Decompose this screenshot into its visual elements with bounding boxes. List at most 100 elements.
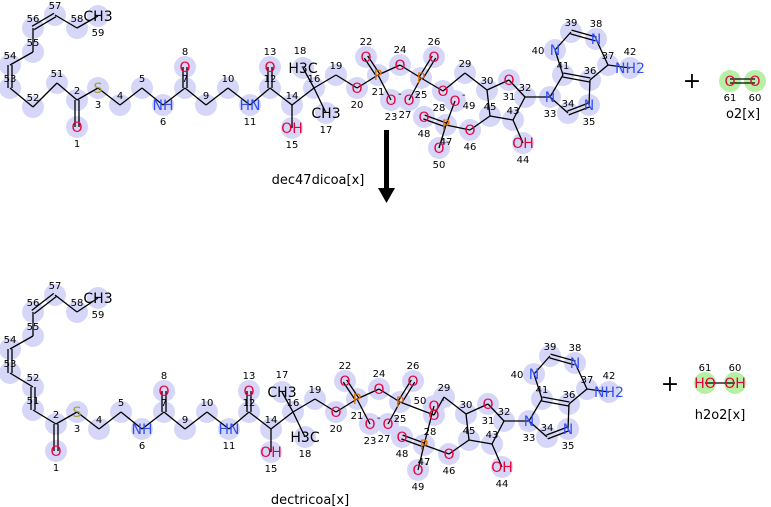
atom-number-26: 26 (428, 37, 441, 48)
double-bond (418, 55, 433, 78)
atom-number-7: 7 (161, 398, 167, 409)
bond (269, 87, 293, 106)
atom-number-12: 12 (243, 398, 256, 409)
atom-label-8: O (158, 384, 169, 400)
atom-number-50: 50 (414, 396, 427, 407)
bond (141, 87, 164, 106)
atom-highlight (153, 380, 175, 402)
atom-highlight (259, 56, 281, 78)
atom-label-1: O (71, 120, 82, 136)
atom-number-61: 61 (699, 363, 712, 374)
atom-label-49: O (449, 94, 460, 110)
double-bond (563, 72, 591, 79)
bond (291, 87, 315, 106)
atom-label-40: N (529, 367, 539, 383)
atom-label-40: N (550, 43, 560, 59)
bond (55, 411, 78, 425)
atom-number-27: 27 (399, 110, 412, 121)
atom-number-60: 60 (749, 93, 762, 104)
bond (586, 388, 610, 393)
atom-number-8: 8 (182, 47, 188, 58)
atom-label-60: O (749, 74, 760, 90)
atom-label-26: O (407, 374, 418, 390)
bond (377, 64, 401, 76)
bond (533, 355, 551, 375)
double-bond (570, 33, 596, 42)
bond (313, 74, 337, 89)
bond (9, 51, 34, 66)
atom-number-34: 34 (541, 423, 554, 434)
atom-label-47: P (442, 118, 450, 134)
atom-label-48: O (418, 110, 429, 126)
atom-number-58: 58 (71, 14, 84, 25)
atom-number-24: 24 (373, 369, 386, 380)
bond (206, 411, 230, 430)
double-bond (31, 12, 55, 27)
bond (9, 87, 34, 108)
atom-label-27: O (403, 93, 414, 109)
down-arrow-icon (378, 130, 395, 203)
atom-number-31: 31 (482, 416, 495, 427)
bond (184, 87, 207, 106)
double-bond (31, 292, 55, 311)
bond (554, 49, 564, 76)
atom-highlight (391, 426, 413, 448)
atom-label-46: O (464, 123, 475, 139)
atom-number-37: 37 (581, 375, 594, 386)
atom-label-23: O (385, 93, 396, 109)
double-bond (367, 55, 381, 75)
atom-label-47: P (420, 438, 428, 454)
bond (423, 444, 450, 455)
atom-label-21: P (353, 392, 361, 408)
atom-number-29: 29 (438, 383, 451, 394)
bond (408, 77, 422, 101)
atom-number-16: 16 (308, 74, 321, 85)
atom-number-14: 14 (265, 415, 278, 426)
atom-number-43: 43 (486, 430, 499, 441)
bond (433, 396, 445, 416)
charge-label: - (462, 90, 466, 101)
atom-number-31: 31 (503, 92, 516, 103)
atom-number-60: 60 (729, 363, 742, 374)
atom-label-61: HO (694, 376, 716, 392)
atom-number-56: 56 (27, 14, 40, 25)
bond (119, 87, 143, 106)
bond (399, 401, 435, 416)
atom-number-42: 42 (624, 47, 637, 58)
atom-label-11: HN (219, 422, 240, 438)
atom-label-17: CH3 (311, 106, 340, 122)
atom-number-40: 40 (511, 370, 524, 381)
bond (292, 411, 306, 438)
double-bond (546, 426, 568, 436)
atom-number-17: 17 (320, 125, 333, 136)
bond (469, 115, 491, 131)
atom-number-47: 47 (418, 457, 431, 468)
atom-number-3: 3 (95, 100, 101, 111)
atom-label-18: H3C (288, 61, 317, 77)
atom-number-25: 25 (415, 90, 428, 101)
bond (508, 79, 526, 98)
bond (356, 398, 371, 425)
atom-number-33: 33 (523, 433, 536, 444)
atom-number-32: 32 (498, 407, 511, 418)
double-bond (549, 357, 575, 366)
atom-label-42: NH2 (594, 385, 624, 401)
atom-label-33: N (524, 414, 534, 430)
atom-number-58: 58 (71, 298, 84, 309)
bond (302, 67, 315, 89)
bond (468, 439, 493, 445)
atom-number-47: 47 (440, 137, 453, 148)
atom-number-52: 52 (27, 93, 40, 104)
bond (335, 74, 358, 89)
double-bond (550, 353, 576, 362)
atom-number-41: 41 (536, 385, 549, 396)
atom-number-54: 54 (4, 335, 17, 346)
atom-number-28: 28 (424, 427, 437, 438)
atom-label-44: OH (491, 460, 513, 476)
charge-label: - (425, 459, 429, 470)
atom-number-24: 24 (394, 45, 407, 56)
bond (141, 411, 165, 430)
atom-label-25: P (417, 71, 425, 87)
atom-number-51: 51 (27, 396, 40, 407)
atom-number-38: 38 (569, 343, 582, 354)
